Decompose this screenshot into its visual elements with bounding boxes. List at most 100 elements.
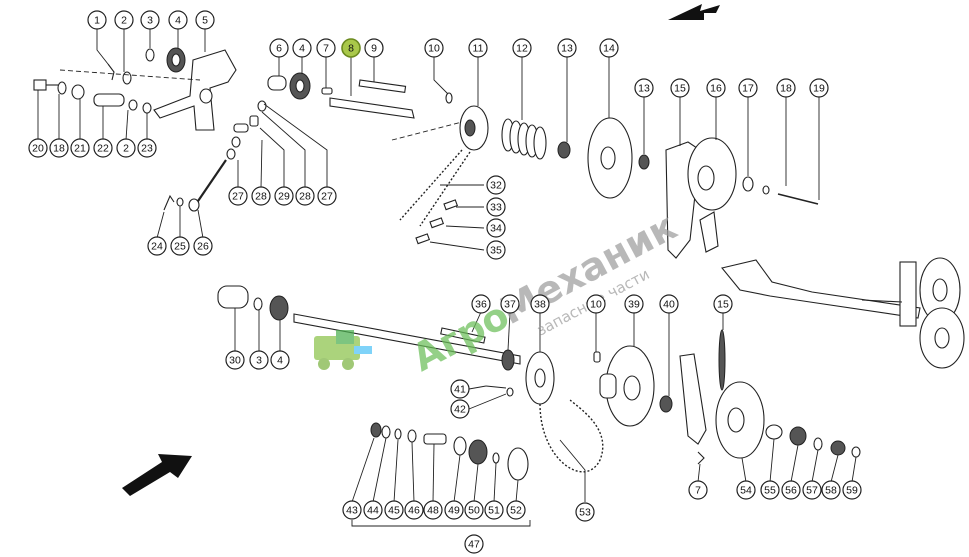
callout-19: 19 xyxy=(809,78,829,98)
callout-circle xyxy=(500,294,520,314)
callout-41: 41 xyxy=(450,379,470,399)
callout-6: 6 xyxy=(269,38,289,58)
callout-57: 57 xyxy=(802,480,822,500)
callout-number: 23 xyxy=(141,143,153,155)
callout-circle xyxy=(738,78,758,98)
callout-12: 12 xyxy=(512,38,532,58)
callout-circle xyxy=(776,78,796,98)
callout-56: 56 xyxy=(781,480,801,500)
callout-circle xyxy=(274,186,294,206)
callout-number: 18 xyxy=(53,143,65,155)
callout-number: 51 xyxy=(488,505,500,517)
callout-number: 4 xyxy=(175,15,181,27)
callout-circle xyxy=(249,350,269,370)
callout-number: 52 xyxy=(510,505,522,517)
callout-15: 15 xyxy=(670,78,690,98)
callout-circle xyxy=(659,294,679,314)
callout-32: 32 xyxy=(486,175,506,195)
callout-circle xyxy=(114,10,134,30)
callout-number: 12 xyxy=(516,43,528,55)
callout-3: 3 xyxy=(249,350,269,370)
callout-14: 14 xyxy=(599,38,619,58)
callout-circle xyxy=(512,38,532,58)
callout-8: 8 xyxy=(341,38,361,58)
callout-circle xyxy=(486,197,506,217)
callout-21: 21 xyxy=(70,138,90,158)
callout-circle xyxy=(736,480,756,500)
callout-circle xyxy=(342,500,362,520)
callout-circle xyxy=(28,138,48,158)
callout-number: 2 xyxy=(121,15,127,27)
callout-3: 3 xyxy=(140,10,160,30)
callout-number: 54 xyxy=(740,485,752,497)
callout-number: 22 xyxy=(97,143,109,155)
callout-20: 20 xyxy=(28,138,48,158)
callout-48: 48 xyxy=(423,500,443,520)
callout-1: 1 xyxy=(87,10,107,30)
compression-spring-12 xyxy=(501,118,547,160)
callout-circle xyxy=(713,294,733,314)
callout-circle xyxy=(93,138,113,158)
callout-number: 10 xyxy=(590,299,602,311)
callout-circle xyxy=(423,500,443,520)
callout-circle xyxy=(557,38,577,58)
callout-number: 5 xyxy=(202,15,208,27)
callout-number: 39 xyxy=(628,299,640,311)
callout-29: 29 xyxy=(274,186,294,206)
right-drive-assembly xyxy=(721,257,965,369)
callout-circle xyxy=(706,78,726,98)
callout-circle xyxy=(506,500,526,520)
callout-number: 58 xyxy=(825,485,837,497)
callout-circle xyxy=(586,294,606,314)
leader-lines xyxy=(37,28,857,503)
callout-circle xyxy=(670,78,690,98)
callout-number: 21 xyxy=(74,143,86,155)
callout-circle xyxy=(140,10,160,30)
callout-18: 18 xyxy=(776,78,796,98)
callout-number: 28 xyxy=(255,191,267,203)
callout-28: 28 xyxy=(295,186,315,206)
callout-circle xyxy=(364,38,384,58)
callout-number: 9 xyxy=(371,43,377,55)
callout-circle xyxy=(225,350,245,370)
callout-10: 10 xyxy=(586,294,606,314)
callout-number: 41 xyxy=(454,384,466,396)
callout-circle xyxy=(575,502,595,522)
callout-7: 7 xyxy=(316,38,336,58)
callout-number: 33 xyxy=(490,202,502,214)
callout-13: 13 xyxy=(634,78,654,98)
callout-circle xyxy=(471,294,491,314)
callout-circle xyxy=(193,236,213,256)
callout-circle xyxy=(147,236,167,256)
callout-23: 23 xyxy=(137,138,157,158)
callout-36: 36 xyxy=(471,294,491,314)
callout-number: 24 xyxy=(151,241,163,253)
callout-number: 13 xyxy=(638,83,650,95)
callout-number: 14 xyxy=(603,43,615,55)
callout-number: 49 xyxy=(448,505,460,517)
callout-number: 47 xyxy=(468,539,480,551)
callout-18: 18 xyxy=(49,138,69,158)
callout-circle xyxy=(450,379,470,399)
callout-55: 55 xyxy=(760,480,780,500)
callout-52: 52 xyxy=(506,500,526,520)
callout-number: 40 xyxy=(663,299,675,311)
callout-number: 29 xyxy=(278,191,290,203)
callout-circle xyxy=(468,38,488,58)
callout-circle xyxy=(116,138,136,158)
callout-circle xyxy=(384,500,404,520)
callout-58: 58 xyxy=(821,480,841,500)
callout-circle xyxy=(270,350,290,370)
callout-number: 6 xyxy=(276,43,282,55)
callout-number: 53 xyxy=(579,507,591,519)
callout-circle xyxy=(634,78,654,98)
callout-circle xyxy=(363,500,383,520)
callout-circle xyxy=(49,138,69,158)
callout-number: 42 xyxy=(454,404,466,416)
callout-number: 48 xyxy=(427,505,439,517)
callout-number: 32 xyxy=(490,180,502,192)
callout-circle xyxy=(404,500,424,520)
callout-number: 19 xyxy=(813,83,825,95)
